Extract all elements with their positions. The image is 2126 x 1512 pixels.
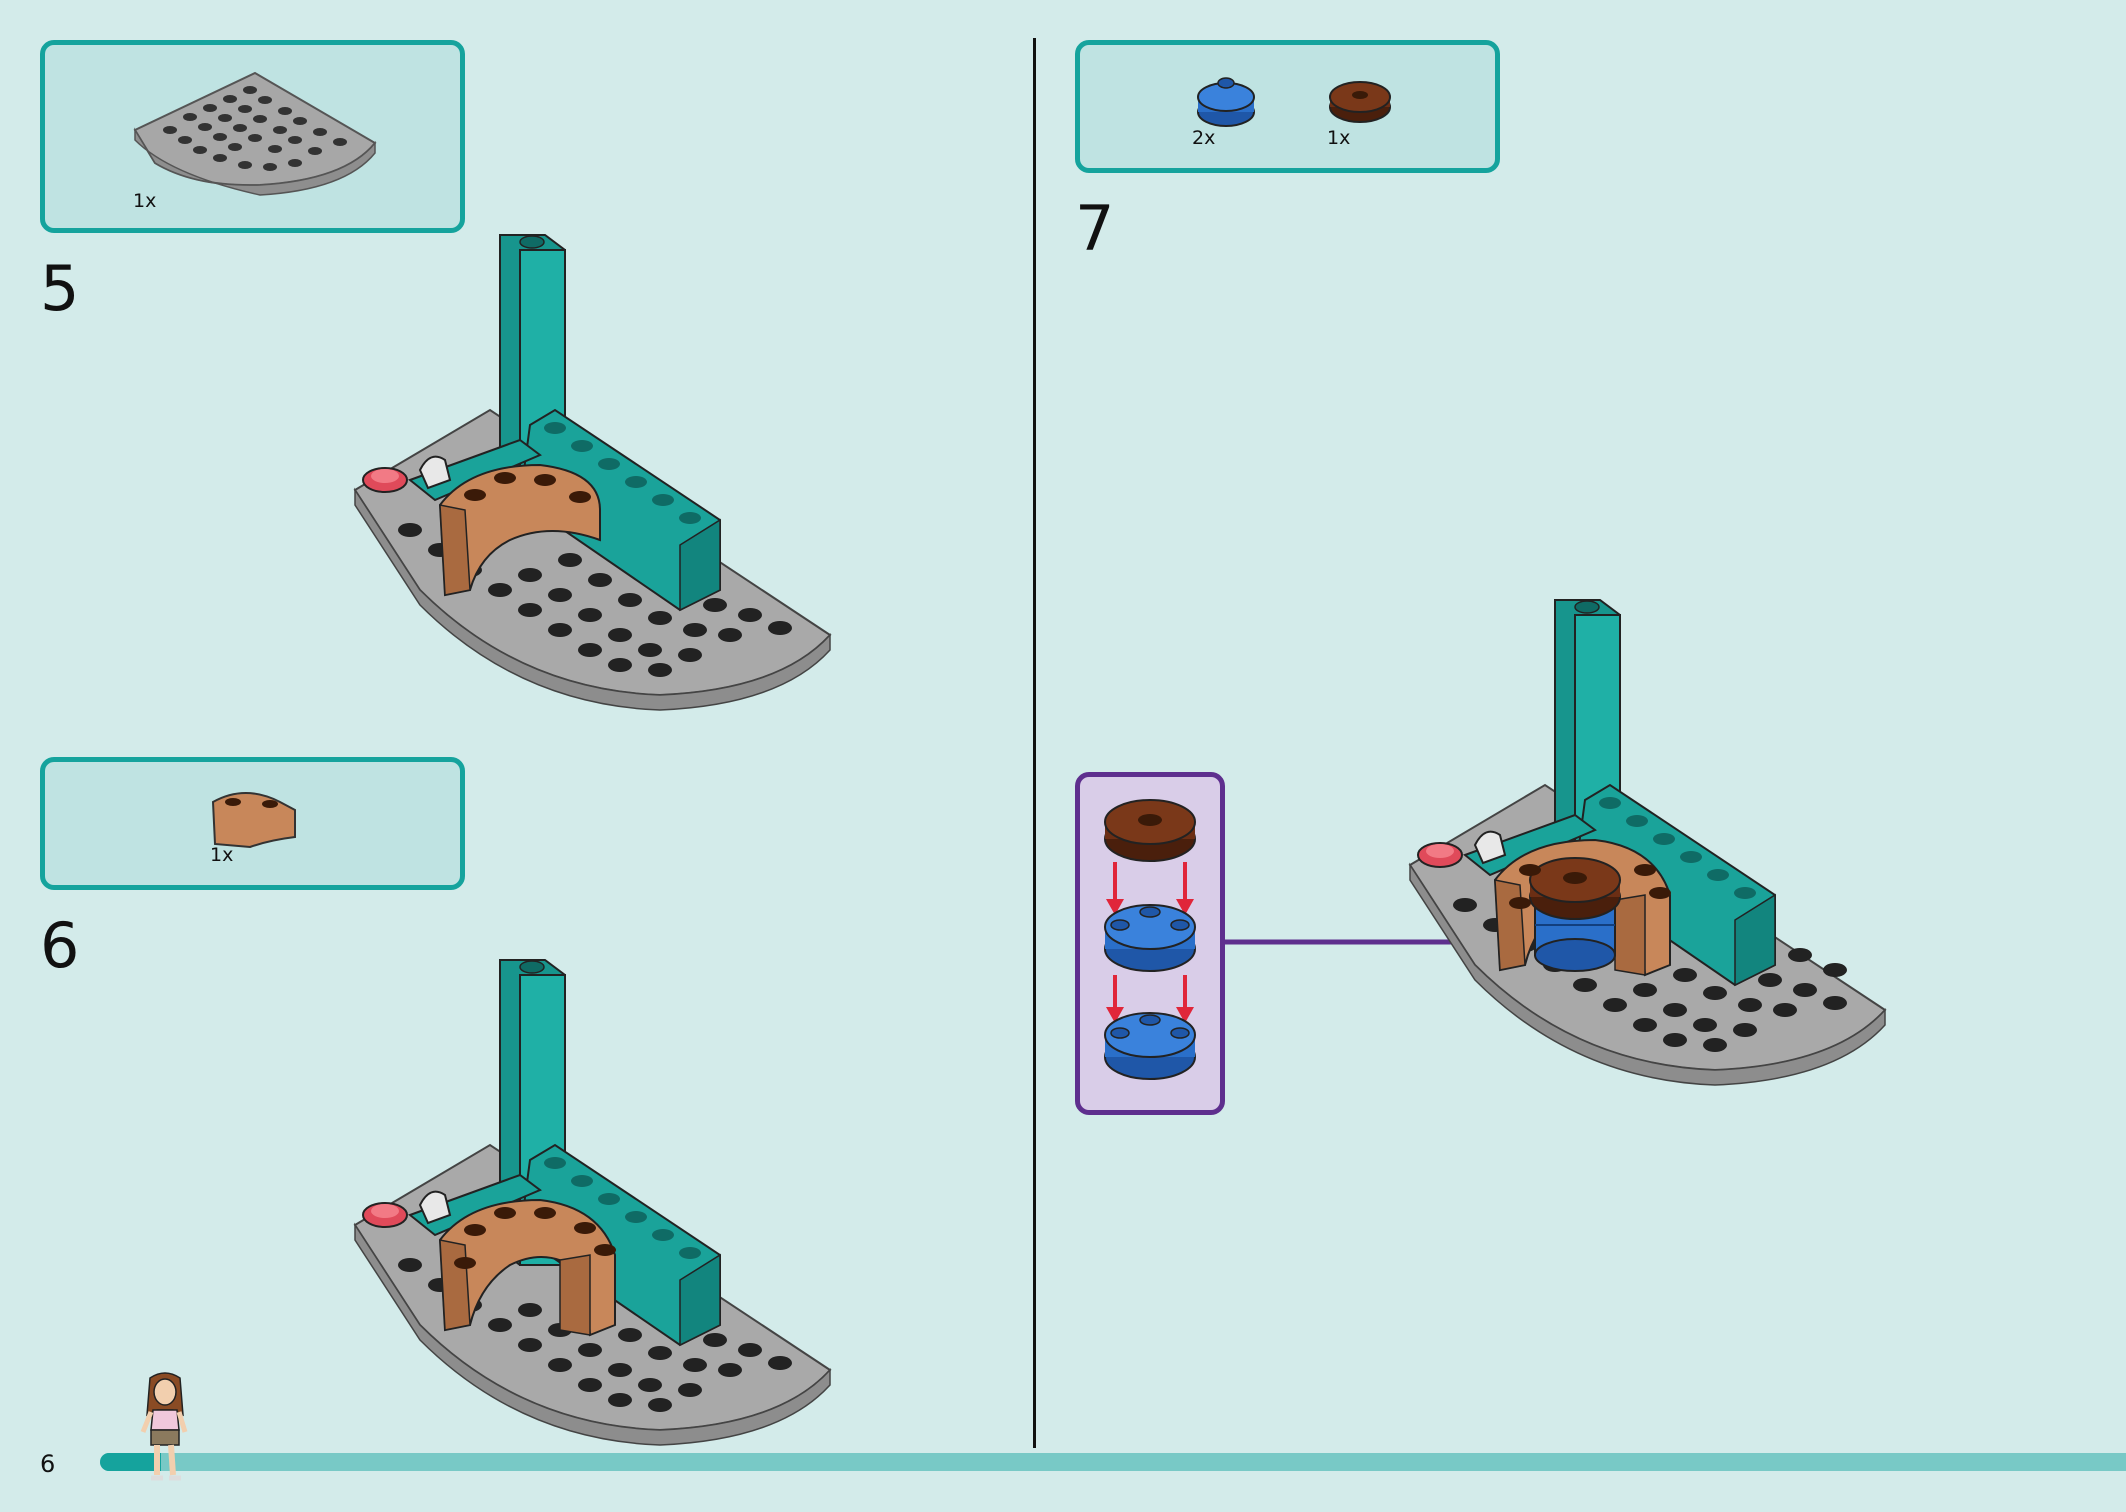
step-7-assembly-illustration: [1408, 599, 1887, 1086]
part-quantity: 1x: [210, 844, 234, 866]
part-quantity: 1x: [133, 190, 157, 212]
progress-fill: [100, 1453, 161, 1471]
stacked-round-parts-icon: [1104, 799, 1196, 1080]
column-divider: [1033, 38, 1036, 1448]
brown-round-tile-icon: [1329, 81, 1391, 123]
step-7-parts-callout: 2x 1x: [1075, 40, 1500, 173]
step-5-assembly-illustration: [353, 234, 832, 711]
step-6-parts-callout: 1x: [40, 757, 465, 890]
subassembly-callout: [1075, 772, 1225, 1115]
part-quantity: 2x: [1192, 127, 1216, 149]
minidoll-figure-icon: [140, 1372, 188, 1481]
step-number: 5: [40, 252, 80, 325]
blue-round-plate-icon: [1197, 77, 1255, 127]
step-number: 7: [1075, 192, 1115, 265]
tan-curved-brick-icon: [211, 792, 296, 849]
gray-quarter-round-plate-icon: [133, 71, 377, 196]
step-5-parts-callout: 1x: [40, 40, 465, 233]
part-quantity: 1x: [1327, 127, 1351, 149]
progress-track: [100, 1453, 2126, 1471]
page-number: 6: [40, 1450, 56, 1478]
step-number: 6: [40, 909, 80, 982]
step-6-assembly-illustration: [353, 959, 832, 1446]
